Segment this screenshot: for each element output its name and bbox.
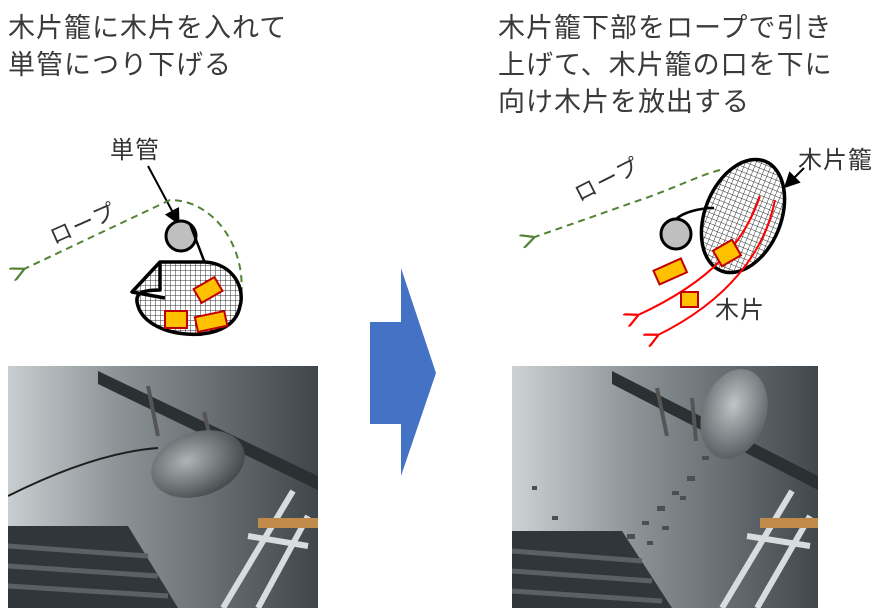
pipe-pointer-line <box>147 165 180 225</box>
left-rope-line <box>22 198 243 307</box>
left-caption-line-1: 木片籠に木片を入れて <box>8 13 288 44</box>
pipe-label: 単管 <box>110 136 160 164</box>
left-pipe-icon <box>164 219 198 253</box>
right-wood-chip-3 <box>680 291 699 308</box>
right-step-caption: 木片籠下部をロープで引き 上げて、木片籠の口を下に 向け木片を放出する <box>498 10 833 121</box>
right-caption-line-1: 木片籠下部をロープで引き <box>498 13 833 44</box>
left-wood-chip-3 <box>193 309 229 334</box>
basket-pointer-line <box>783 167 805 189</box>
right-wood-chip-1 <box>711 238 743 268</box>
photo-after-release <box>512 366 818 608</box>
left-caption-line-2: 単管につり下げる <box>8 50 232 81</box>
left-hanging-wire <box>188 223 208 267</box>
right-basket-icon <box>699 157 787 275</box>
left-step-caption: 木片籠に木片を入れて 単管につり下げる <box>8 10 287 84</box>
photo-after-illustration <box>512 366 818 608</box>
right-caption-line-3: 向け木片を放出する <box>498 87 750 118</box>
photo-before-release <box>8 366 318 608</box>
right-wood-chip-2 <box>652 257 689 286</box>
left-wood-chip-2 <box>164 310 188 329</box>
flow-arrow-2 <box>656 199 776 336</box>
wood-chip-label: 木片 <box>715 296 765 324</box>
left-wood-chip-1 <box>192 275 224 305</box>
photo-before-illustration <box>8 366 318 608</box>
right-chevron-arrow-icon <box>370 268 436 476</box>
basket-label: 木片籠 <box>798 146 873 174</box>
right-caption-line-2: 上げて、木片籠の口を下に <box>498 50 833 81</box>
right-hanging-wire <box>675 206 715 220</box>
right-pipe-icon <box>659 217 693 251</box>
